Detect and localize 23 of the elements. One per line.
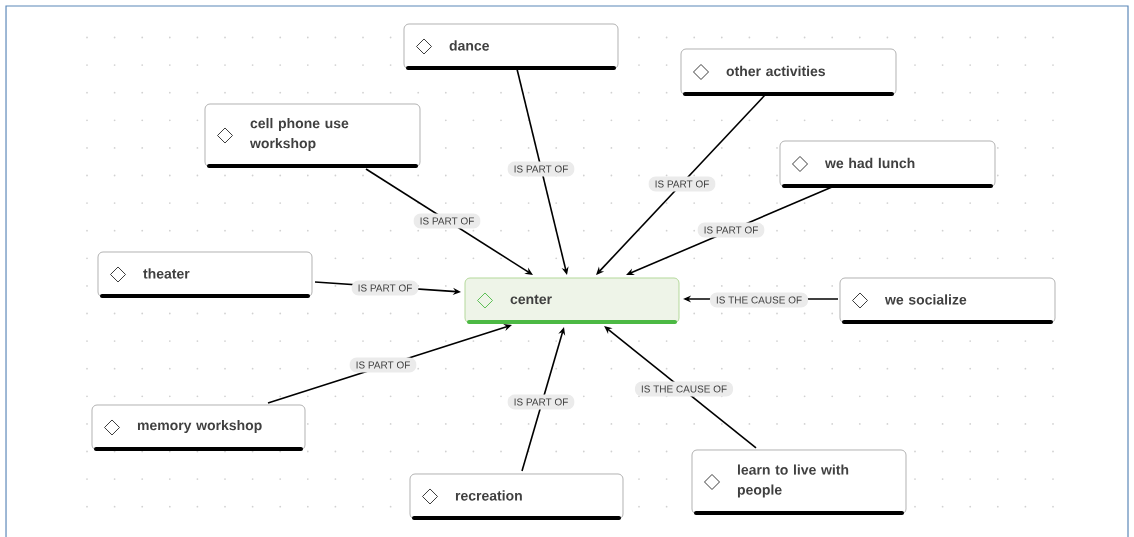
edge-label: IS PART OF [697,222,765,238]
arrow [604,326,757,449]
edge-label: IS THE CAUSE OF [634,381,734,397]
edge-label: IS PART OF [413,213,481,229]
arrow [365,168,533,275]
concept-box: other activities [680,48,897,96]
concept-box: we had lunch [779,140,996,188]
edge-label: IS PART OF [648,176,716,192]
concept-box: recreation [409,473,624,520]
arrow [516,68,569,275]
edge-label: IS PART OF [351,280,419,296]
concept-box: center [464,277,680,324]
edge-label: IS PART OF [507,394,575,410]
concept-box: dance [403,23,619,70]
edge-label: IS THE CAUSE OF [709,292,809,308]
concept-box: cell phone use workshop [204,103,421,168]
edge-label: IS PART OF [507,161,575,177]
concept-box: memory workshop [91,404,306,451]
arrow [596,94,766,275]
concept-box: we socialize [839,277,1056,324]
concept-box: theater [97,251,313,298]
edge-label: IS PART OF [349,357,417,373]
concept-box: learn to live with people [691,449,907,515]
